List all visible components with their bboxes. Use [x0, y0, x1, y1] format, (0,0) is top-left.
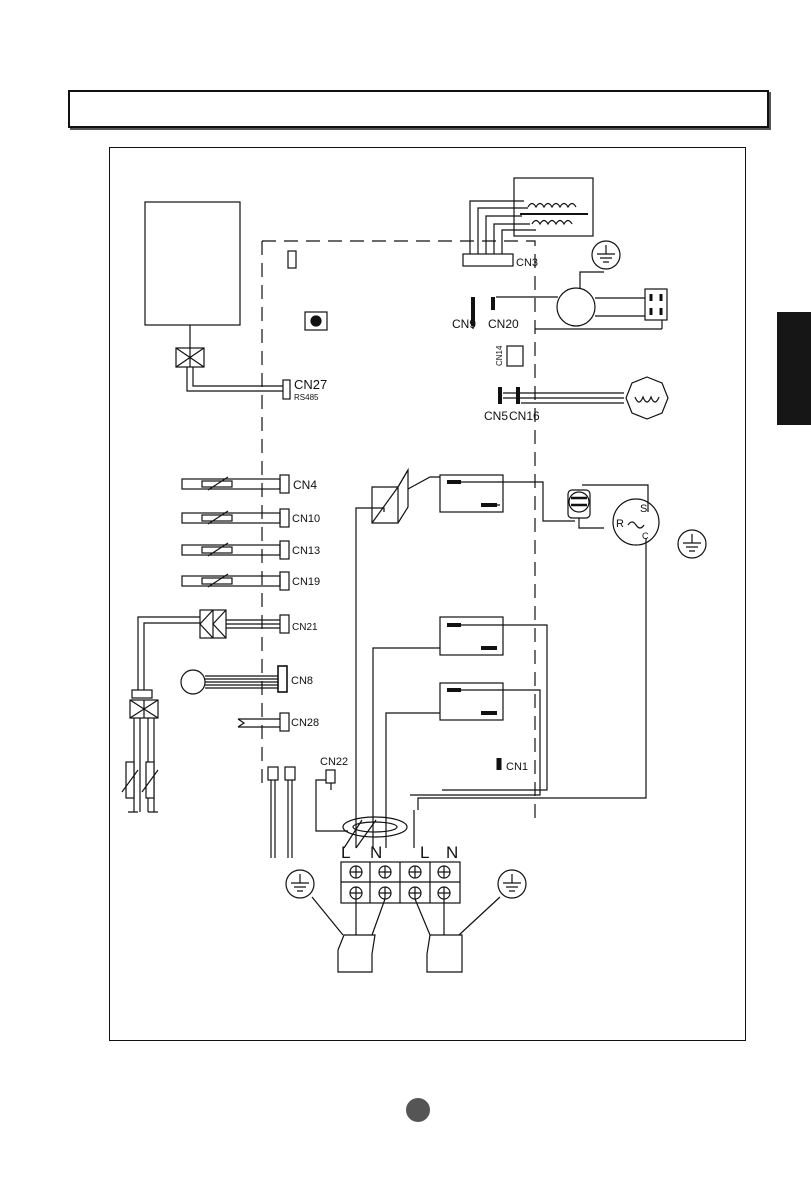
fuse	[288, 251, 296, 268]
connector-icon	[176, 348, 204, 367]
label-cn9: CN9	[452, 317, 476, 331]
cn14-connector	[507, 346, 523, 366]
cn27-connector	[283, 380, 290, 399]
thermistor-cn4	[182, 475, 289, 493]
label-cn1: CN1	[506, 761, 528, 773]
ground-symbol-icon	[286, 870, 314, 898]
cn28-connector	[280, 713, 289, 731]
label-cn5: CN5	[484, 409, 508, 423]
label-cn8: CN8	[291, 675, 313, 687]
label-cn10: CN10	[292, 513, 320, 525]
compressor-terminal-r: R	[616, 518, 624, 530]
label-cn20: CN20	[488, 317, 519, 331]
fan-motor-icon	[557, 288, 595, 326]
stepping-motor-icon	[626, 377, 668, 419]
compressor-terminal-c: C	[642, 531, 649, 541]
motor-capacitor-plug	[645, 289, 667, 320]
display-board	[145, 202, 240, 325]
label-rs485: RS485	[294, 393, 319, 402]
sensor-bulb	[181, 670, 205, 694]
cn8-connector	[278, 666, 287, 692]
ground-symbol-icon	[498, 870, 526, 898]
compressor-terminal-s: S	[640, 503, 647, 515]
reactor-icon	[372, 470, 408, 523]
label-cn13: CN13	[292, 545, 320, 557]
cn3-connector	[463, 254, 513, 266]
connector-icon	[200, 610, 226, 638]
thermistor-cn13	[182, 541, 289, 559]
relay-2	[440, 617, 503, 655]
terminal-label-n2: N	[446, 843, 458, 862]
cn21-connector	[280, 615, 289, 633]
label-cn4: CN4	[293, 478, 317, 492]
terminal-label-l2: L	[420, 843, 429, 862]
connector-icon	[130, 700, 158, 718]
label-cn28: CN28	[291, 717, 319, 729]
terminal-block-icon	[341, 862, 460, 903]
relay-3	[440, 683, 503, 720]
cable-end	[427, 935, 462, 972]
ground-symbol-icon	[678, 530, 706, 558]
relay-1	[440, 475, 503, 512]
transformer-icon	[514, 178, 593, 236]
label-cn3: CN3	[516, 257, 538, 269]
thermistor-cn10	[182, 509, 289, 527]
label-cn27: CN27	[294, 377, 327, 392]
label-cn14: CN14	[495, 345, 504, 366]
terminal-label-n1: N	[370, 843, 382, 862]
label-cn21: CN21	[292, 622, 318, 633]
page-number-dot	[406, 1098, 430, 1122]
label-cn22: CN22	[320, 756, 348, 768]
cable-end	[338, 935, 375, 972]
capacitor-icon	[568, 490, 590, 518]
label-cn19: CN19	[292, 576, 320, 588]
ground-symbol-icon	[592, 241, 620, 269]
thermistor-cn19	[182, 572, 289, 590]
terminal-label-l1: L	[341, 843, 350, 862]
cn22-connector	[326, 770, 335, 783]
label-cn16: CN16	[509, 409, 540, 423]
